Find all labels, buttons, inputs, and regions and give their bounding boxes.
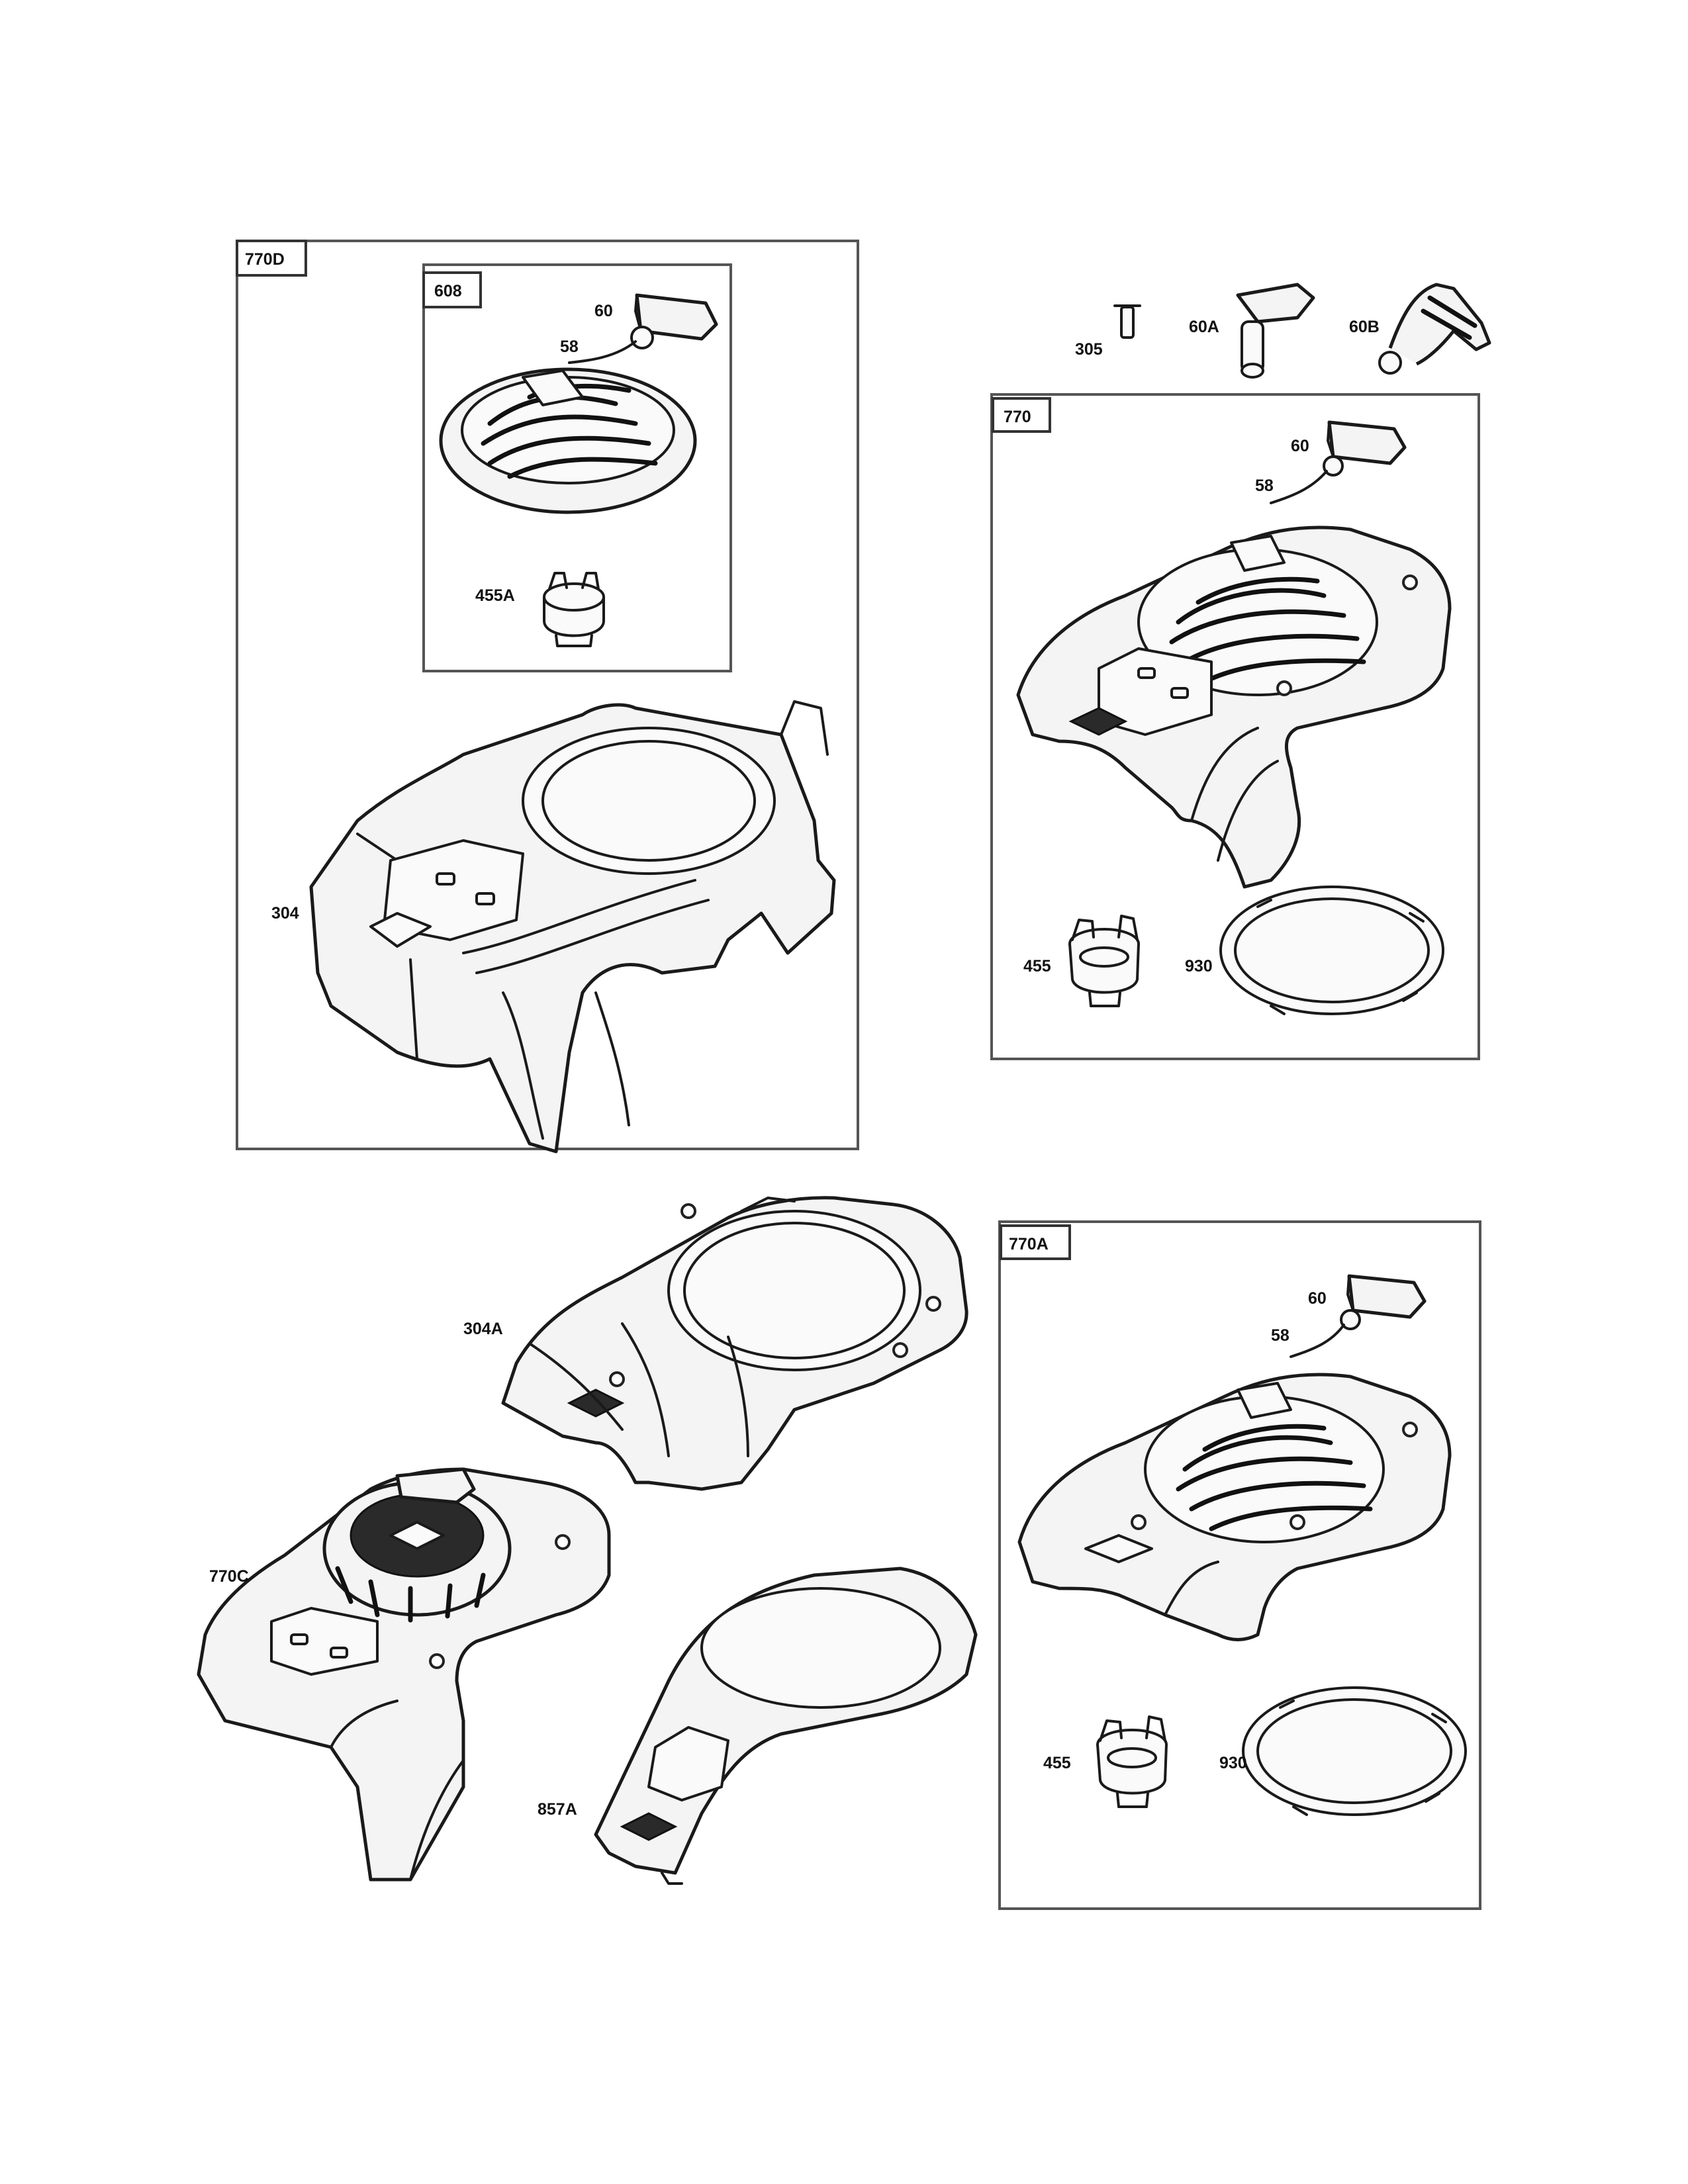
starter-handle-770A (1289, 1274, 1427, 1358)
callout-304A: 304A (463, 1320, 503, 1338)
gasket-930-770 (1219, 886, 1444, 1015)
group-770A-label: 770A (1009, 1235, 1049, 1253)
blower-housing-770A (1017, 1373, 1452, 1641)
callout-770C: 770C (209, 1567, 249, 1586)
callout-930-770: 930 (1185, 957, 1213, 976)
group-770D-tag (236, 240, 307, 277)
callout-304: 304 (271, 904, 299, 923)
group-608-label: 608 (434, 282, 462, 300)
group-770: 770 60 58 (990, 393, 1480, 1060)
group-770-tag (992, 397, 1051, 433)
group-770D-label: 770D (245, 250, 285, 269)
starter-cup-455-770 (1068, 915, 1140, 1007)
callout-857A: 857A (538, 1800, 577, 1819)
group-770D: 770D 608 60 58 (236, 240, 859, 1154)
callout-930-770A: 930 (1219, 1754, 1247, 1772)
group-770-frame (990, 393, 1480, 1060)
callout-58-608: 58 (560, 338, 579, 356)
blower-housing-770 (1016, 525, 1452, 889)
group-608-frame (422, 263, 732, 672)
callout-60-608: 60 (594, 302, 613, 320)
blower-housing-304 (309, 700, 836, 1154)
callout-60-770A: 60 (1308, 1289, 1327, 1308)
callout-58-770: 58 (1255, 477, 1274, 495)
shroud-857A (594, 1567, 978, 1885)
callout-455-770: 455 (1023, 957, 1051, 976)
handle-60A (1236, 283, 1315, 379)
group-770-label: 770 (1004, 408, 1031, 426)
starter-cup-455-770A (1096, 1715, 1168, 1808)
callout-60A: 60A (1189, 318, 1219, 336)
blower-housing-304A (501, 1196, 968, 1491)
callout-455A: 455A (475, 586, 515, 605)
starter-handle-608 (568, 293, 718, 364)
callout-455-770A: 455 (1043, 1754, 1071, 1772)
gasket-930-770A (1242, 1686, 1467, 1816)
blower-housing-770C (197, 1467, 611, 1882)
callout-60B: 60B (1349, 318, 1380, 336)
group-770A-tag (1000, 1224, 1071, 1260)
callout-305: 305 (1075, 340, 1103, 359)
group-770A: 770A 60 58 (998, 1220, 1481, 1910)
callout-60-770: 60 (1291, 437, 1309, 455)
screw-305 (1113, 304, 1141, 339)
recoil-starter-608 (439, 367, 697, 514)
group-770A-frame (998, 1220, 1481, 1910)
callout-58-770A: 58 (1271, 1326, 1289, 1345)
group-608-tag (422, 271, 482, 308)
handle-60B (1378, 283, 1491, 375)
starter-handle-770 (1270, 420, 1407, 504)
starter-cup-455A (543, 572, 605, 647)
